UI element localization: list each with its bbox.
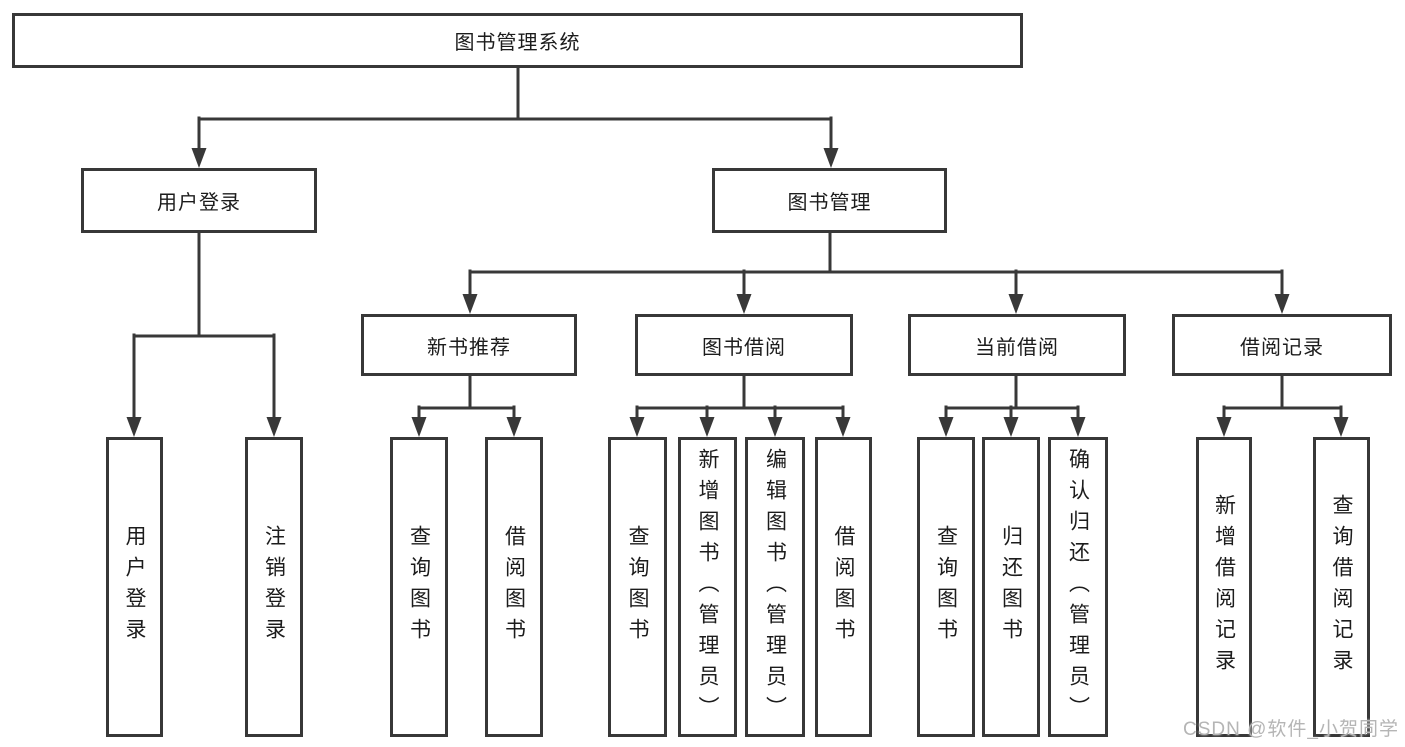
node-label: 新增图书（管理员） — [696, 447, 719, 727]
leaf-add-books-admin: 新增图书（管理员） — [678, 437, 737, 737]
edges-management-to-level3 — [462, 231, 1290, 314]
node-book-borrow: 图书借阅 — [635, 314, 853, 376]
arrowhead — [835, 417, 851, 437]
node-label: 用户登录 — [123, 525, 146, 649]
arrowhead — [266, 417, 282, 437]
edges-login-to-leaves — [126, 231, 282, 437]
arrowhead — [1274, 294, 1290, 314]
edges-current-to-leaves — [938, 374, 1086, 437]
node-label: 查询借阅记录 — [1330, 494, 1353, 680]
node-label: 借阅图书 — [502, 525, 526, 649]
arrowhead — [823, 148, 839, 168]
leaf-confirm-return-admin: 确认归还（管理员） — [1048, 437, 1108, 737]
node-label: 图书管理 — [787, 192, 872, 214]
node-label: 新增借阅记录 — [1212, 494, 1236, 680]
leaf-return-books: 归还图书 — [982, 437, 1040, 737]
node-borrow-records: 借阅记录 — [1172, 314, 1392, 376]
arrowhead — [1008, 294, 1024, 314]
csdn-watermark: CSDN @软件_小贺同学 — [1183, 719, 1399, 740]
arrowhead — [736, 294, 752, 314]
node-new-book-recommend: 新书推荐 — [361, 314, 577, 376]
leaf-query-books-recommend: 查询图书 — [390, 437, 448, 737]
node-label: 确认归还（管理员） — [1066, 447, 1090, 727]
leaf-add-borrow-record: 新增借阅记录 — [1196, 437, 1252, 737]
node-label: 注销登录 — [262, 525, 286, 649]
node-current-borrow: 当前借阅 — [908, 314, 1126, 376]
arrowhead — [462, 294, 478, 314]
node-user-login: 用户登录 — [81, 168, 317, 233]
arrowhead — [506, 417, 522, 437]
leaf-edit-books-admin: 编辑图书（管理员） — [745, 437, 805, 737]
node-label: 借阅记录 — [1240, 336, 1324, 359]
arrowhead — [411, 417, 427, 437]
node-label: 查询图书 — [626, 525, 649, 649]
arrowhead — [699, 417, 715, 437]
node-label: 查询图书 — [934, 525, 958, 649]
node-book-management: 图书管理 — [712, 168, 947, 233]
node-label: 归还图书 — [999, 525, 1023, 649]
node-label: 新书推荐 — [427, 336, 511, 359]
arrowhead — [1216, 417, 1232, 437]
leaf-query-books-borrow: 查询图书 — [608, 437, 667, 737]
leaf-borrow-books-recommend: 借阅图书 — [485, 437, 543, 737]
leaf-user-login: 用户登录 — [106, 437, 163, 737]
node-label: 当前借阅 — [975, 336, 1059, 359]
arrowhead — [126, 417, 142, 437]
node-label: 用户登录 — [157, 192, 241, 214]
arrowhead — [1070, 417, 1086, 437]
node-label: 图书管理系统 — [454, 32, 581, 54]
node-label: 图书借阅 — [702, 336, 786, 359]
edges-recommend-to-leaves — [411, 374, 522, 437]
edges-borrow-to-leaves — [629, 374, 851, 437]
node-label: 查询图书 — [407, 525, 431, 649]
leaf-logout: 注销登录 — [245, 437, 303, 737]
arrowhead — [629, 417, 645, 437]
node-label: 借阅图书 — [832, 525, 855, 649]
node-root-system: 图书管理系统 — [12, 13, 1023, 68]
edges-records-to-leaves — [1216, 374, 1349, 437]
arrowhead — [767, 417, 783, 437]
leaf-borrow-books: 借阅图书 — [815, 437, 872, 737]
arrowhead — [1333, 417, 1349, 437]
node-label: 编辑图书（管理员） — [763, 447, 787, 727]
arrowhead — [191, 148, 207, 168]
leaf-query-books-current: 查询图书 — [917, 437, 975, 737]
arrowhead — [1003, 417, 1019, 437]
leaf-query-borrow-record: 查询借阅记录 — [1313, 437, 1370, 737]
arrowhead — [938, 417, 954, 437]
edges-root-to-level2 — [191, 66, 839, 168]
